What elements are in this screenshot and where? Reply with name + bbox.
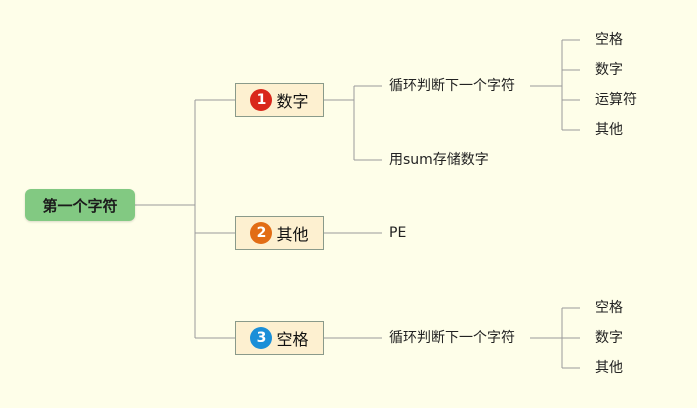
branch-number-badge: 1: [250, 89, 273, 111]
branch-number-badge: 2: [250, 222, 273, 244]
leaf-space[interactable]: 空格: [595, 32, 623, 48]
leaf-digit[interactable]: 数字: [595, 62, 623, 78]
root-topic-label: 第一个字符: [42, 196, 118, 215]
branch-label: 空格: [276, 330, 309, 349]
branch-number-badge: 3: [250, 327, 273, 349]
leaf-other[interactable]: 其他: [595, 360, 623, 376]
leaf-operator[interactable]: 运算符: [595, 92, 637, 108]
subtopic-pe[interactable]: PE: [389, 225, 407, 241]
branch-digit[interactable]: 1 数字: [235, 83, 324, 117]
leaf-other[interactable]: 其他: [595, 122, 623, 138]
subtopic-loop-check[interactable]: 循环判断下一个字符: [389, 330, 515, 346]
leaf-space[interactable]: 空格: [595, 300, 623, 316]
branch-label: 数字: [276, 92, 309, 111]
branch-label: 其他: [276, 225, 309, 244]
subtopic-sum-store[interactable]: 用sum存储数字: [389, 152, 489, 168]
subtopic-loop-check[interactable]: 循环判断下一个字符: [389, 78, 515, 94]
root-topic[interactable]: 第一个字符: [25, 189, 135, 221]
branch-space[interactable]: 3 空格: [235, 321, 324, 355]
leaf-digit[interactable]: 数字: [595, 330, 623, 346]
branch-other[interactable]: 2 其他: [235, 216, 324, 250]
